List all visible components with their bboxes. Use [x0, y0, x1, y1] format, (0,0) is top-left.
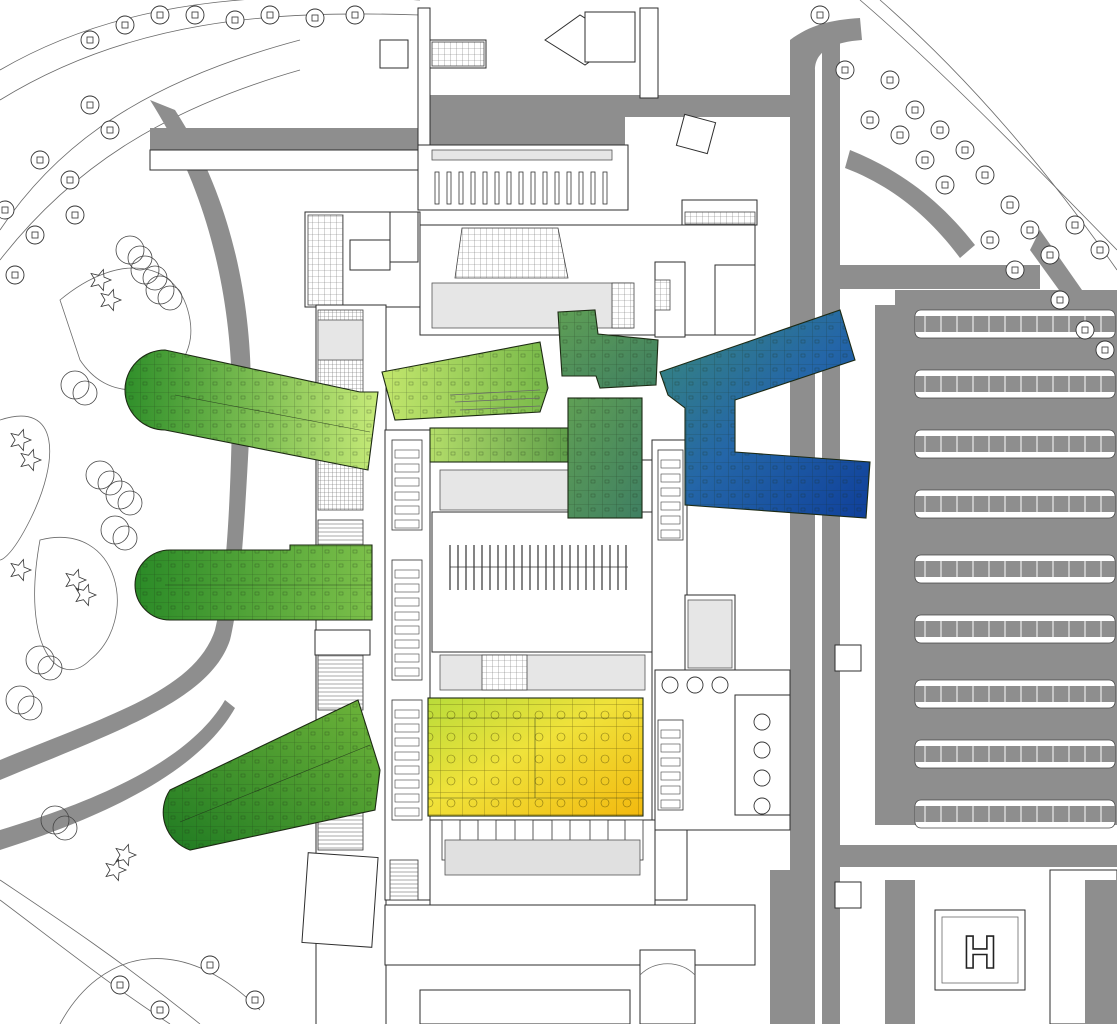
block-center-strip [429, 427, 571, 463]
helipad: H [885, 869, 1117, 1024]
trees [0, 5, 1115, 1020]
parking-lot [875, 290, 1117, 829]
ward-west-wing [134, 544, 373, 621]
ward-south-west-wing [162, 699, 381, 851]
block-north-center [381, 341, 549, 421]
block-south-yellow [427, 697, 644, 817]
hospital-base-plan [149, 7, 791, 1024]
helipad-letter: H [963, 926, 996, 978]
ward-north-west-wing [124, 349, 379, 471]
block-center [557, 309, 659, 519]
block-east-blue [659, 309, 871, 519]
site-markers [314, 629, 862, 909]
